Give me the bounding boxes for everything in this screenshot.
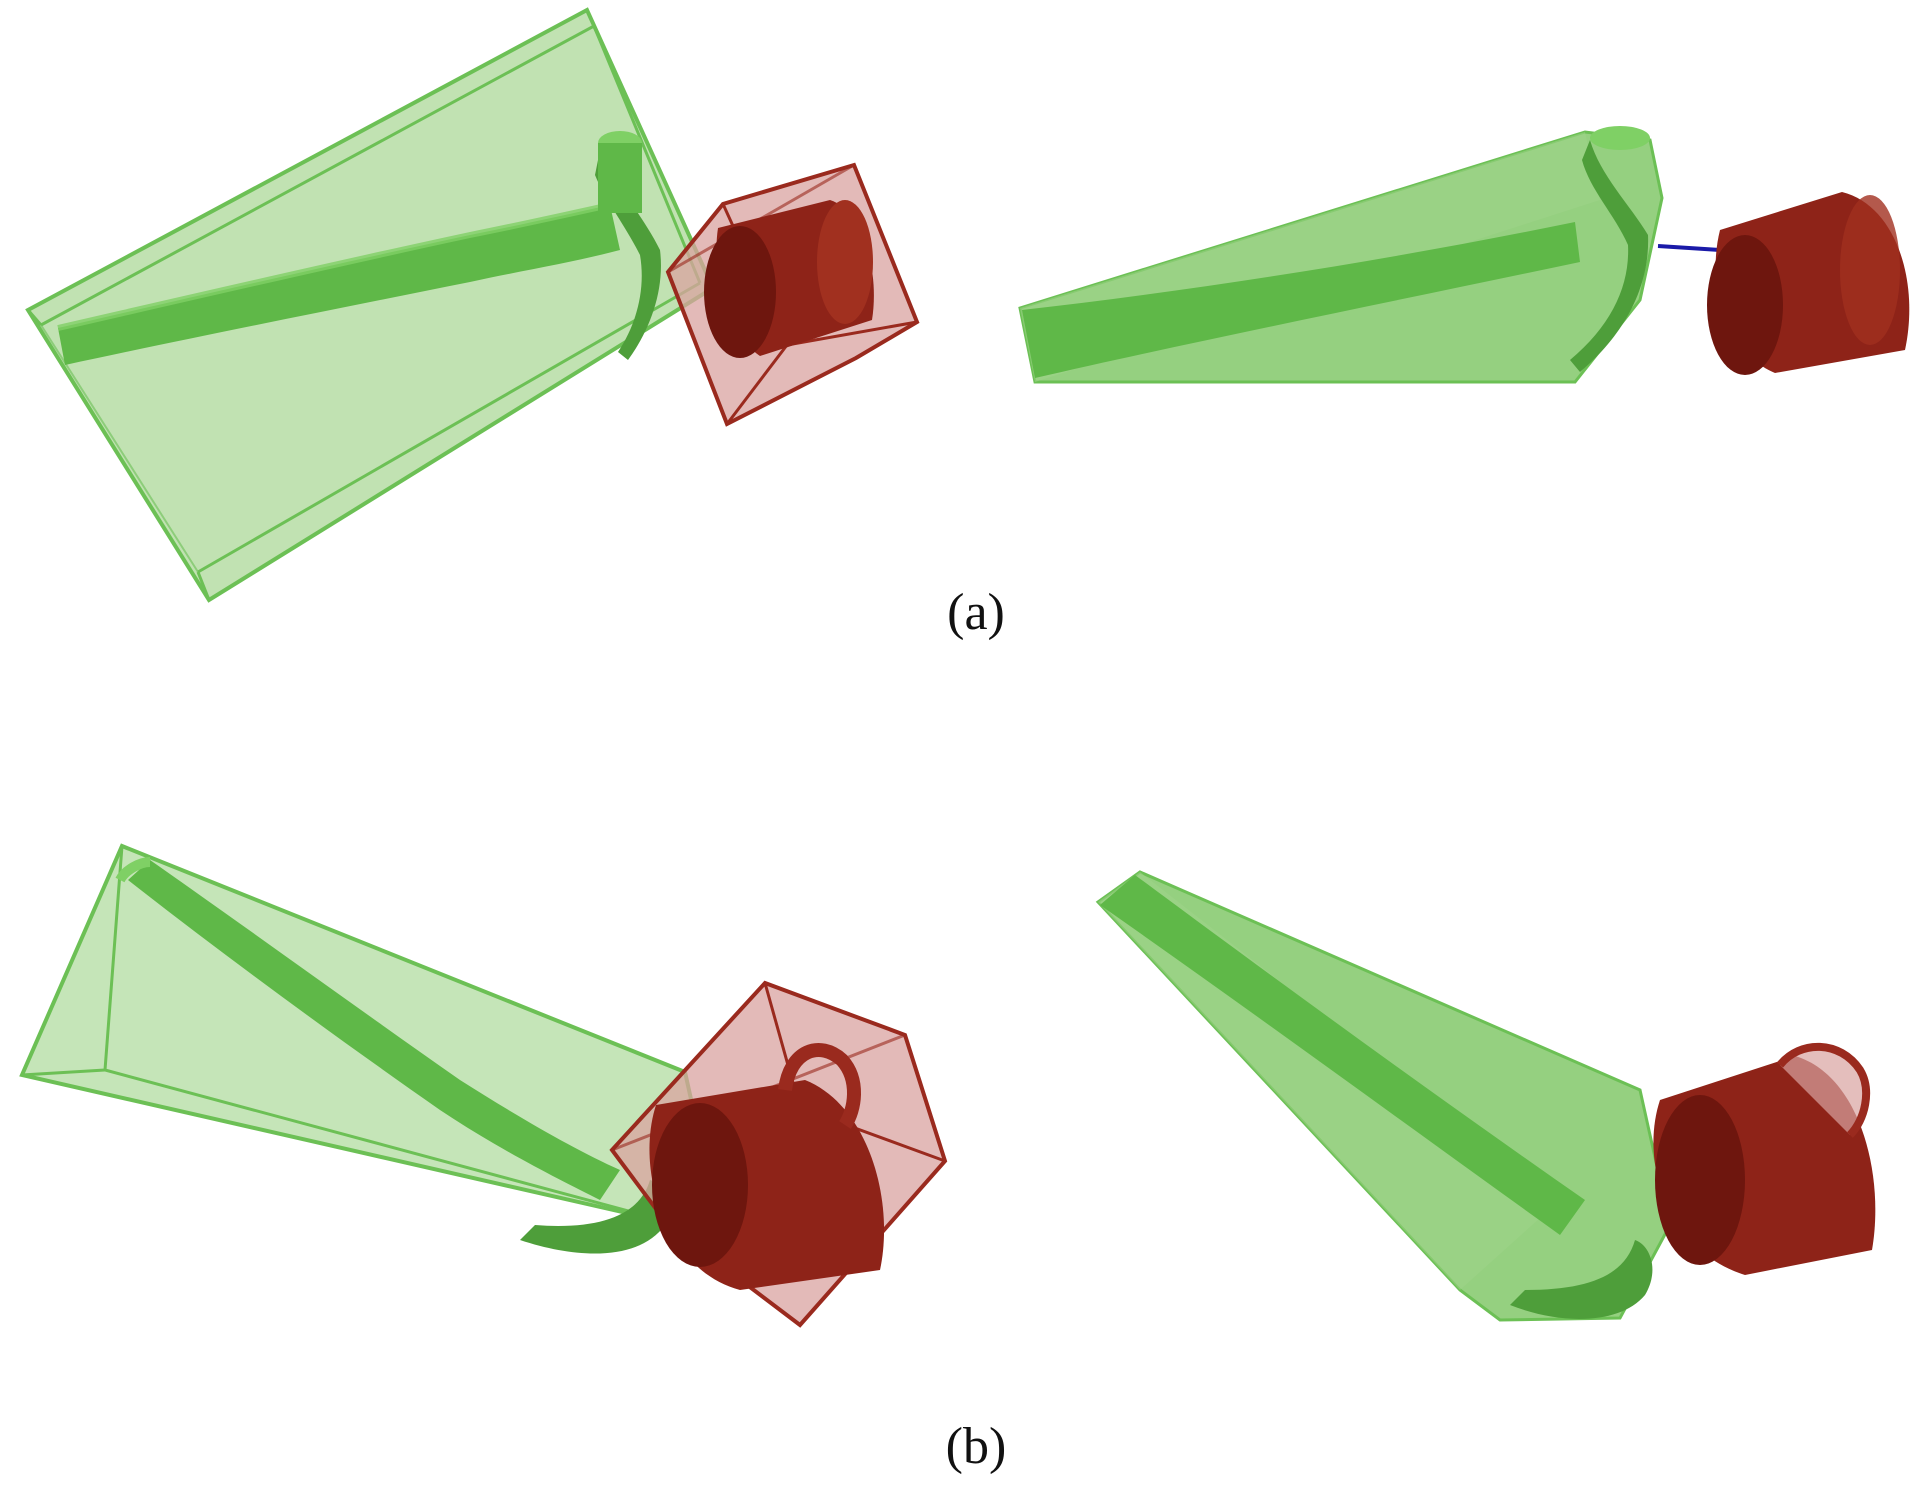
hammer [115,857,670,1254]
hammer [1022,126,1650,378]
panel-a-right-view [1018,126,1910,384]
mug [704,200,874,358]
panel-a-left-view [25,7,920,603]
mug [1653,1042,1876,1275]
hammer [1100,875,1653,1319]
panel-b-left-view [19,843,948,1328]
hammer-bounding-box [25,7,716,603]
hammer [57,131,661,365]
panel-b-right-view [1095,870,1876,1322]
panel-b-caption: (b) [945,1418,1007,1475]
mug [649,1043,885,1290]
panel-a-caption: (a) [947,584,1005,641]
contact-line [1657,244,1721,252]
mug [1707,192,1910,375]
